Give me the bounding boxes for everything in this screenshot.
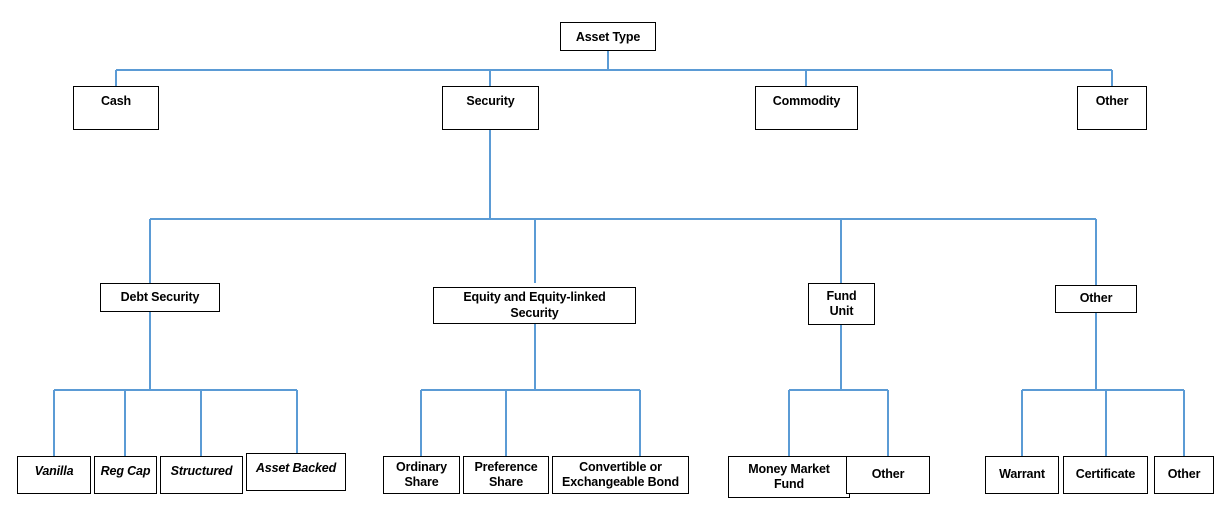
node-label: Security	[466, 94, 515, 108]
node-cash[interactable]: Cash	[73, 86, 159, 130]
node-label: Convertible or Exchangeable Bond	[562, 459, 679, 489]
node-reg-cap[interactable]: Reg Cap	[94, 456, 157, 494]
node-label: Structured	[170, 464, 233, 478]
node-commodity[interactable]: Commodity	[755, 86, 858, 130]
node-ordinary-share[interactable]: Ordinary Share	[383, 456, 460, 494]
node-label: Fund Unit	[826, 288, 857, 318]
node-asset-type[interactable]: Asset Type	[560, 22, 656, 51]
node-certificate[interactable]: Certificate	[1063, 456, 1148, 494]
node-label: Commodity	[772, 94, 841, 108]
node-label: Money Market Fund	[748, 461, 830, 491]
node-label: Asset Backed	[255, 461, 337, 475]
node-label: Cash	[101, 94, 131, 108]
node-warrant[interactable]: Warrant	[985, 456, 1059, 494]
node-label: Reg Cap	[100, 464, 151, 478]
node-other-instrument[interactable]: Other	[1154, 456, 1214, 494]
node-label: Ordinary Share	[396, 459, 447, 489]
node-label: Other	[1095, 94, 1129, 108]
node-label: Debt Security	[120, 289, 200, 304]
node-money-market-fund[interactable]: Money Market Fund	[728, 456, 850, 498]
node-other-top[interactable]: Other	[1077, 86, 1147, 130]
node-label: Preference Share	[474, 459, 538, 489]
node-debt-security[interactable]: Debt Security	[100, 283, 220, 312]
node-preference-share[interactable]: Preference Share	[463, 456, 549, 494]
node-security[interactable]: Security	[442, 86, 539, 130]
node-label: Warrant	[999, 467, 1045, 482]
node-label: Other	[1079, 291, 1113, 306]
node-equity-and-equity-linked-security[interactable]: Equity and Equity-linked Security	[433, 287, 636, 324]
node-other-fund[interactable]: Other	[846, 456, 930, 494]
node-vanilla[interactable]: Vanilla	[17, 456, 91, 494]
node-label: Other	[1167, 467, 1201, 482]
node-fund-unit[interactable]: Fund Unit	[808, 283, 875, 325]
node-label: Asset Type	[575, 30, 641, 44]
node-label: Equity and Equity-linked Security	[463, 290, 606, 320]
node-convertible-or-exchangeable-bond[interactable]: Convertible or Exchangeable Bond	[552, 456, 689, 494]
node-label: Certificate	[1075, 467, 1136, 482]
node-asset-backed[interactable]: Asset Backed	[246, 453, 346, 491]
node-other-security[interactable]: Other	[1055, 285, 1137, 313]
node-label: Vanilla	[34, 464, 74, 478]
node-structured[interactable]: Structured	[160, 456, 243, 494]
node-label: Other	[871, 467, 905, 482]
